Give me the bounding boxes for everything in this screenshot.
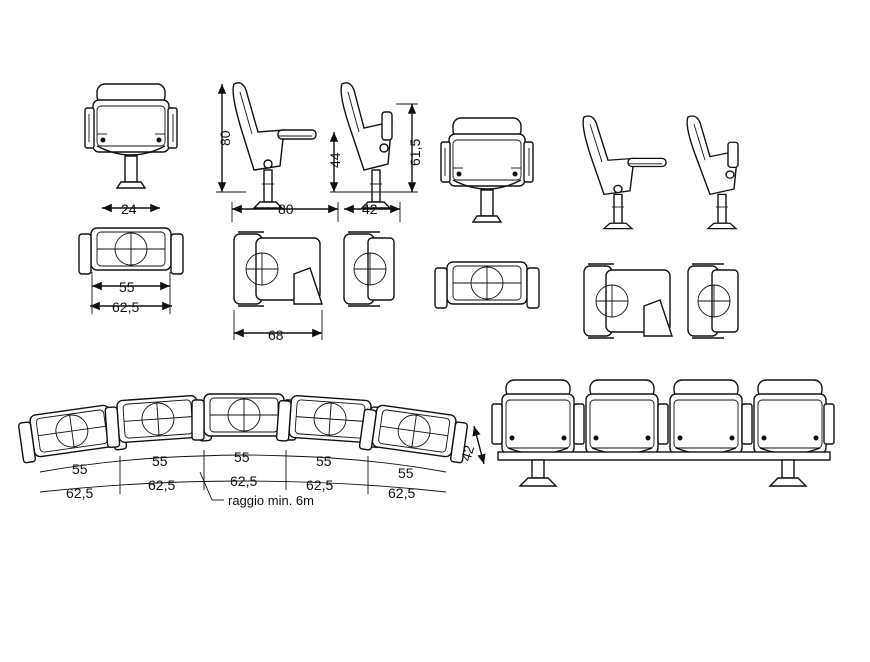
front-seat-width-label: 55 xyxy=(119,279,135,295)
curved-width-label-1: 55 xyxy=(72,461,88,477)
side-height-dimensions: 80 44 61,5 xyxy=(216,84,423,193)
row-depth-label: 42 xyxy=(458,443,478,463)
row-depth-dimension: 42 xyxy=(458,425,486,465)
curved-width-label-5: 55 xyxy=(398,465,414,481)
beam-row-front-elevation xyxy=(491,379,835,487)
curved-pitch-label-4: 62,5 xyxy=(306,477,333,493)
curved-pitch-label-3: 62,5 xyxy=(230,473,257,489)
plan-chair-front xyxy=(78,227,184,275)
side-depth-open-label: 80 xyxy=(278,201,294,217)
plan-side-open-right xyxy=(583,263,673,339)
side-depth-dimensions: 80 42 xyxy=(231,201,401,222)
plan-side-closed-right xyxy=(687,263,739,339)
plan-side-open xyxy=(233,231,323,307)
side-view-seat-closed xyxy=(340,82,393,209)
side-height-label: 80 xyxy=(217,130,233,146)
side-arm-height-label: 61,5 xyxy=(407,139,423,166)
front-elevation-chair xyxy=(84,83,178,189)
curved-row-dimensions: 55 55 55 55 55 62,5 62,5 62,5 62,5 62,5 xyxy=(39,449,447,501)
front-base-dimension: 24 xyxy=(102,201,160,217)
plan-chair-front-right xyxy=(434,261,540,309)
curved-pitch-label-1: 62,5 xyxy=(66,485,93,501)
plan-depth-label: 68 xyxy=(268,327,284,343)
curved-width-label-3: 55 xyxy=(234,449,250,465)
plan-side-closed xyxy=(343,231,395,307)
side-view-seat-open xyxy=(232,82,317,209)
side-seat-height-label: 44 xyxy=(327,152,343,168)
curved-pitch-label-5: 62,5 xyxy=(388,485,415,501)
radius-note: raggio min. 6m xyxy=(199,471,314,508)
curved-width-label-4: 55 xyxy=(316,453,332,469)
front-total-width-label: 62,5 xyxy=(112,299,139,315)
side-view-closed-right xyxy=(686,115,739,230)
curved-width-label-2: 55 xyxy=(152,453,168,469)
plan-depth-dimension: 68 xyxy=(233,310,323,343)
front-base-width-label: 24 xyxy=(121,201,137,217)
side-depth-closed-label: 42 xyxy=(362,201,378,217)
front-width-dimensions: 55 62,5 xyxy=(90,272,172,315)
radius-note-label: raggio min. 6m xyxy=(228,493,314,508)
side-view-open-right xyxy=(582,115,667,230)
curved-pitch-label-2: 62,5 xyxy=(148,477,175,493)
front-elevation-chair-right xyxy=(440,117,534,223)
